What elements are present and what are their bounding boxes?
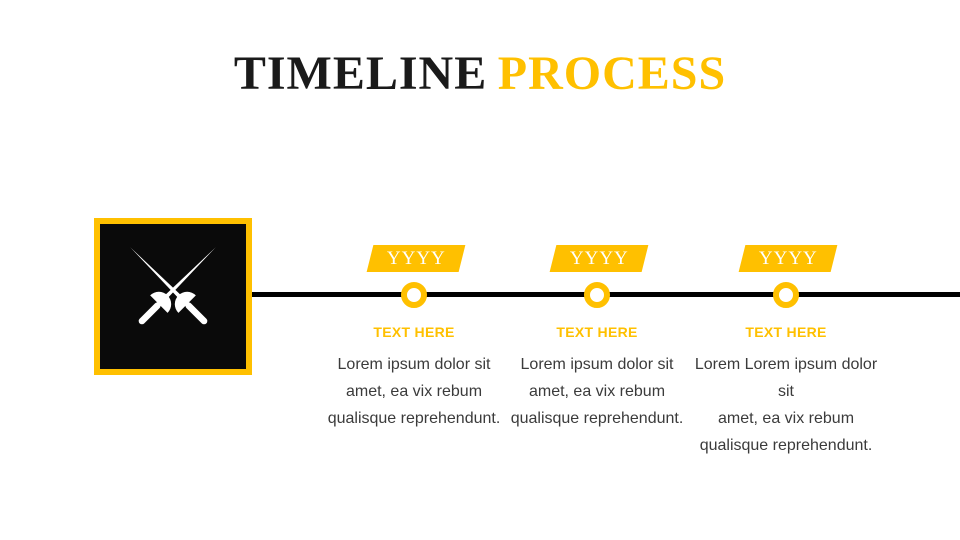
milestone-1: YYYY TEXT HERE Lorem ipsum dolor sit ame… — [319, 245, 509, 435]
milestone-body: Lorem ipsum dolor sit amet, ea vix rebum… — [319, 351, 509, 432]
milestone-heading: TEXT HERE — [745, 324, 827, 340]
body-line: qualisque reprehendunt. — [327, 410, 501, 427]
crossed-fencing-swords-icon — [130, 247, 216, 325]
body-line: amet, ea vix rebum — [717, 410, 855, 427]
body-line: Lorem Lorem ipsum dolor sit — [694, 356, 878, 400]
milestone-body: Lorem Lorem ipsum dolor sit amet, ea vix… — [691, 351, 881, 459]
body-line: amet, ea vix rebum — [345, 383, 483, 400]
timeline-node — [584, 282, 610, 308]
title-black-part: TIMELINE — [233, 47, 488, 100]
title-accent-part: PROCESS — [497, 47, 727, 100]
year-flag: YYYY — [549, 245, 649, 272]
milestone-2: YYYY TEXT HERE Lorem ipsum dolor sit ame… — [502, 245, 692, 435]
body-line: amet, ea vix rebum — [528, 383, 666, 400]
timeline-node — [401, 282, 427, 308]
body-line: qualisque reprehendunt. — [699, 437, 873, 454]
body-line: Lorem ipsum dolor sit — [337, 356, 491, 373]
body-line: qualisque reprehendunt. — [510, 410, 684, 427]
milestone-heading: TEXT HERE — [373, 324, 455, 340]
year-label: YYYY — [569, 247, 629, 269]
milestone-body: Lorem ipsum dolor sit amet, ea vix rebum… — [502, 351, 692, 432]
year-flag: YYYY — [738, 245, 838, 272]
milestone-3: YYYY TEXT HERE Lorem Lorem ipsum dolor s… — [691, 245, 881, 454]
timeline-node — [773, 282, 799, 308]
milestone-heading: TEXT HERE — [556, 324, 638, 340]
year-label: YYYY — [758, 247, 818, 269]
body-line: Lorem ipsum dolor sit — [520, 356, 674, 373]
year-label: YYYY — [386, 247, 446, 269]
icon-box — [94, 218, 252, 375]
year-flag: YYYY — [366, 245, 466, 272]
